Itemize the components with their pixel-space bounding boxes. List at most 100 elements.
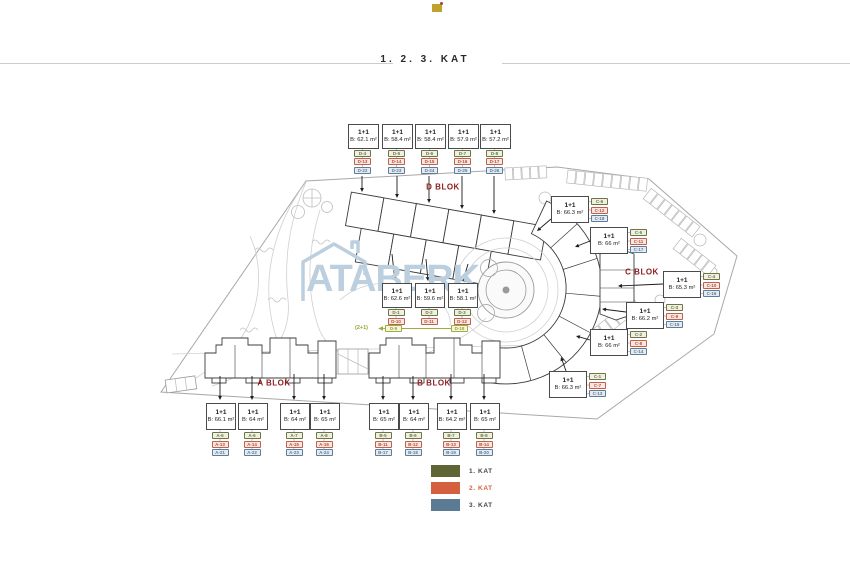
building-a-blok (204, 337, 337, 384)
unit-area: B: 57.2 m² (482, 136, 509, 143)
floor-tag: D-16 (454, 158, 471, 165)
floor-tag: A-14 (243, 440, 261, 448)
unit-area: B: 64.2 m² (438, 416, 466, 423)
floor-tag: C-7 (589, 381, 606, 389)
floor-tag: D-17 (486, 158, 503, 165)
unit-area: B: 58.4 m² (417, 136, 444, 143)
floor-tag: C-8 (630, 339, 647, 347)
blok-label-b: B BLOK (417, 378, 451, 388)
unit-area: B: 64 m² (284, 416, 306, 423)
floor-tag: B-6 (404, 432, 422, 439)
blok-label-c: C BLOK (625, 267, 659, 277)
unit-type: 1+1 (424, 128, 437, 136)
floor-tag: B-5 (374, 432, 392, 439)
floor-tag: A-24 (315, 449, 333, 456)
unit-type: 1+1 (457, 128, 470, 136)
legend-swatch-kat1 (431, 465, 460, 477)
floor-tag: A-16 (315, 440, 333, 448)
floor-tag: B-18 (404, 449, 422, 456)
unit-type: 1+1 (603, 232, 615, 240)
unit-type: 1+1 (457, 287, 469, 295)
logo-mark (432, 2, 443, 12)
floor-tag: D-12 (453, 317, 471, 325)
floor-tag: D-22 (354, 166, 371, 174)
floor-tag: C-6 (591, 198, 608, 205)
floor-tag: D-8 (486, 149, 503, 157)
floor-tag: C-16 (703, 290, 720, 297)
unit-area: B: 58.4 m² (384, 136, 411, 143)
floor-tag: B-12 (404, 440, 422, 448)
unit-area: B: 66.1 m² (207, 416, 235, 423)
floor-tag: A-21 (211, 449, 229, 456)
unit-area: B: 57.9 m² (450, 136, 477, 143)
floor-tag: A-13 (211, 440, 229, 448)
legend-swatch-kat3 (431, 499, 460, 511)
unit-area: B: 66 m² (598, 240, 620, 247)
floor-tag: C-9 (666, 312, 683, 320)
unit-type: 1+1 (564, 201, 576, 209)
legend-swatch-kat2 (431, 482, 460, 494)
unit-type: 1+1 (408, 408, 420, 416)
floor-tag: D-25 (454, 166, 471, 174)
floor-tag: C-3 (666, 304, 683, 311)
floor-tag: D-14 (388, 158, 405, 165)
unit-type: 1+1 (603, 334, 615, 342)
floor-tag: A-8 (315, 432, 333, 439)
floor-tag: D-7 (454, 149, 471, 157)
legend: 1. KAT 2. KAT 3. KAT (431, 465, 493, 516)
floor-tag: C-2 (630, 331, 647, 338)
unit-area: B: 65.3 m² (668, 284, 696, 291)
unit-type: 1+1 (424, 287, 436, 295)
floor-tag: C-11 (630, 237, 647, 245)
unit-type: 1+1 (319, 408, 331, 416)
title-rule-right (502, 63, 850, 64)
floor-tag: C-15 (666, 321, 683, 328)
parking-top-right (504, 165, 717, 277)
unit-area: B: 59.6 m² (416, 295, 444, 302)
unit-area: B: 62.6 m² (383, 295, 411, 302)
floor-tag: D-13 (354, 158, 371, 165)
floor-tag: D-3 (453, 309, 471, 316)
annotation-2plus1-lines (378, 326, 451, 331)
unit-area: B: 58.1 m² (449, 295, 477, 302)
blok-label-a: A BLOK (257, 378, 291, 388)
floor-tag: A-15 (285, 440, 303, 448)
unit-type: 1+1 (357, 128, 370, 136)
floor-tag: A-7 (285, 432, 303, 439)
floor-tag: C-12 (591, 206, 608, 214)
floor-tag: C-1 (589, 373, 606, 380)
floor-tag: C-17 (630, 246, 647, 253)
unit-area: B: 64 m² (242, 416, 264, 423)
blok-label-d: D BLOK (426, 182, 460, 192)
unit-area: B: 64 m² (403, 416, 425, 423)
unit-type: 1+1 (676, 276, 688, 284)
unit-type: 1+1 (215, 408, 227, 416)
floor-tag: C-4 (703, 273, 720, 280)
floor-tag: C-5 (630, 229, 647, 236)
title-rule-left (0, 63, 393, 64)
unit-type: 1+1 (562, 376, 574, 384)
floor-tag: A-22 (243, 449, 261, 456)
unit-type: 1+1 (479, 408, 491, 416)
unit-type: 1+1 (289, 408, 301, 416)
floor-tag: D-9 (385, 325, 402, 332)
floor-tag: C-10 (703, 281, 720, 289)
logo-dot (440, 2, 443, 5)
floor-tag: B-7 (442, 432, 460, 439)
legend-label-kat3: 3. KAT (469, 501, 493, 509)
unit-area: B: 62.1 m² (350, 136, 377, 143)
